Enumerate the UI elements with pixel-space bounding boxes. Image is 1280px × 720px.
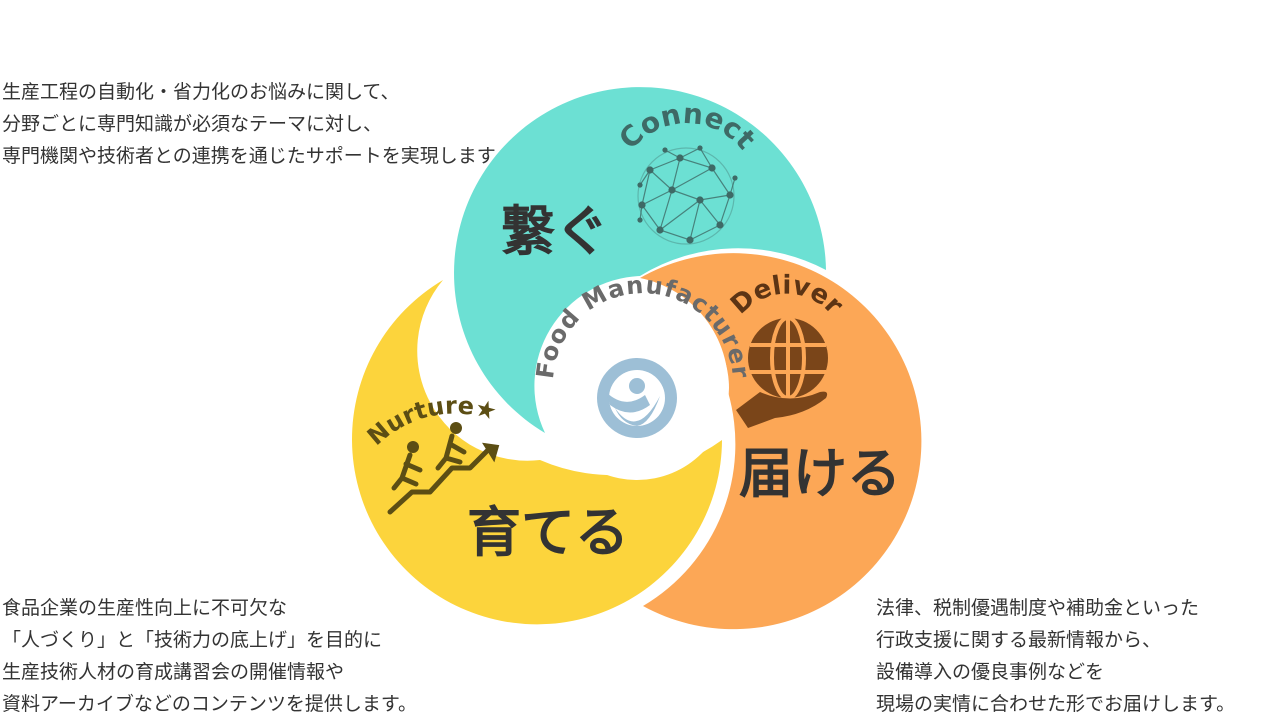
nurture-petal [352,280,722,625]
nurture-description-line: 「人づくり」と「技術力の底上げ」を目的に [2,629,383,651]
nurture-jp-title: 育てる [467,500,629,564]
network-sphere-icon [637,145,738,245]
deliver-description-line: 行政支援に関する最新情報から、 [876,629,1162,651]
deliver-description: 法律、税制優遇制度や補助金といった 行政支援に関する最新情報から、 設備導入の優… [876,592,1235,720]
food-manufacturer-logo-icon [597,358,677,438]
climbing-people-arrow-icon [387,422,500,515]
hand-holding-globe-icon [736,316,828,428]
connect-description: 生産工程の自動化・省力化のお悩みに関して、 分野ごとに専門知識が必須なテーマに対… [2,76,513,172]
nurture-description-line: 資料アーカイブなどのコンテンツを提供します。 [2,693,417,715]
connect-petal [454,87,826,434]
nurture-description: 食品企業の生産性向上に不可欠な 「人づくり」と「技術力の底上げ」を目的に 生産技… [2,592,417,720]
deliver-description-line: 法律、税制優遇制度や補助金といった [876,597,1200,619]
nurture-description-line: 生産技術人材の育成講習会の開催情報や [2,661,345,683]
connect-description-line: 専門機関や技術者との連携を通じたサポートを実現します。 [2,145,513,167]
connect-description-line: 分野ごとに専門知識が必須なテーマに対し、 [2,113,383,135]
nurture-description-line: 食品企業の生産性向上に不可欠な [2,597,288,619]
deliver-description-line: 設備導入の優良事例などを [876,661,1105,683]
deliver-description-line: 現場の実情に合わせた形でお届けします。 [876,693,1236,715]
deliver-jp-title: 届ける [739,441,901,505]
connect-jp-title: 繋ぐ [501,199,609,263]
deliver-petal [640,253,922,630]
connect-description-line: 生産工程の自動化・省力化のお悩みに関して、 [2,81,400,103]
